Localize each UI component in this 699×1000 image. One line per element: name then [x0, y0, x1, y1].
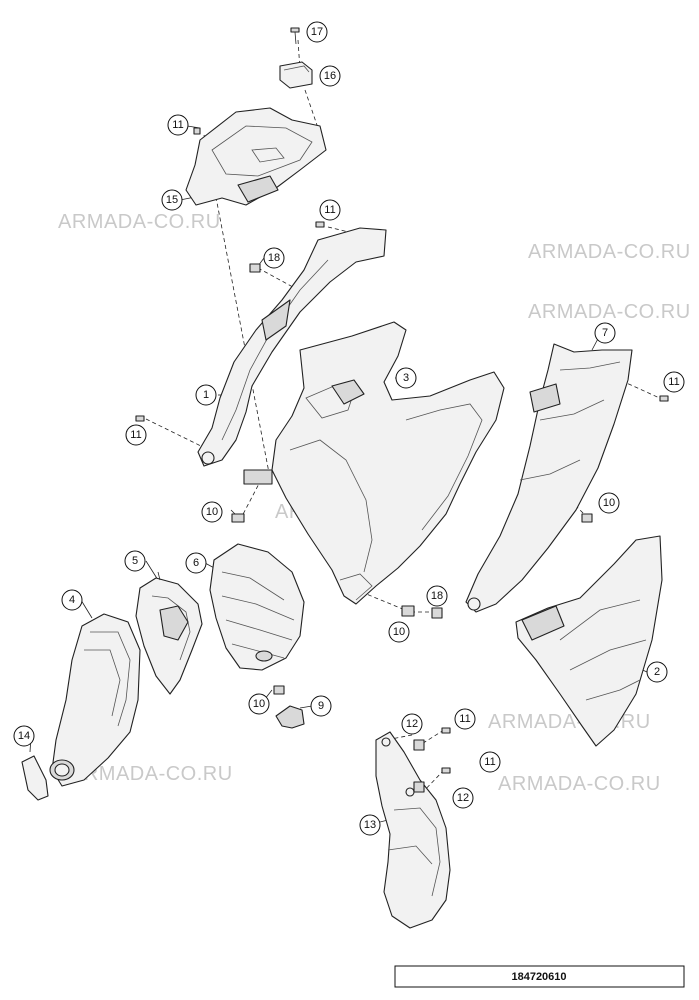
part-2-side-panel	[515, 535, 663, 747]
svg-text:15: 15	[166, 194, 178, 206]
callout-2: 2	[646, 661, 668, 683]
callout-17: 17	[306, 21, 328, 43]
callout-1: 1	[195, 384, 217, 406]
callout-11: 11	[167, 114, 189, 136]
watermark: ARMADA-CO.RU	[528, 301, 691, 323]
callout-12: 12	[452, 787, 474, 809]
callout-3: 3	[395, 367, 417, 389]
part-6-air-filter	[209, 543, 305, 671]
callout-11: 11	[319, 199, 341, 221]
callout-12: 12	[401, 713, 423, 735]
watermark: ARMADA-CO.RU	[58, 211, 221, 233]
svg-text:10: 10	[603, 497, 615, 509]
callout-11: 11	[454, 708, 476, 730]
svg-text:17: 17	[311, 26, 323, 38]
svg-text:1: 1	[203, 389, 209, 401]
svg-text:11: 11	[668, 376, 679, 388]
part-13-air-guide	[375, 731, 451, 929]
svg-text:13: 13	[364, 819, 376, 831]
callout-18: 18	[426, 585, 448, 607]
svg-text:12: 12	[406, 718, 418, 730]
svg-text:11: 11	[484, 756, 495, 768]
svg-text:12: 12	[457, 792, 469, 804]
svg-text:11: 11	[172, 119, 183, 131]
callout-13: 13	[359, 814, 381, 836]
svg-text:16: 16	[324, 70, 336, 82]
svg-text:2: 2	[654, 666, 660, 678]
drawing-id-box: 184720610	[394, 965, 685, 988]
callout-18: 18	[263, 247, 285, 269]
callout-11: 11	[479, 751, 501, 773]
part-7-right-frame	[465, 343, 633, 613]
svg-text:18: 18	[431, 590, 443, 602]
callout-16: 16	[319, 65, 341, 87]
part-1-side-bracket	[197, 227, 387, 467]
watermark: ARMADA-CO.RU	[488, 711, 651, 733]
svg-text:11: 11	[130, 429, 141, 441]
callout-10: 10	[248, 693, 270, 715]
svg-text:9: 9	[318, 700, 324, 712]
svg-text:5: 5	[132, 555, 138, 567]
part-9-small-bracket	[275, 705, 305, 729]
svg-text:14: 14	[18, 730, 30, 742]
part-3-airbox-shroud	[271, 321, 505, 605]
svg-text:18: 18	[268, 252, 280, 264]
svg-text:11: 11	[324, 204, 335, 216]
callout-6: 6	[185, 552, 207, 574]
watermark: ARMADA-CO.RU	[70, 763, 233, 785]
watermark: ARMADA-CO.RU	[498, 773, 661, 795]
part-15-airbox-tray	[185, 107, 327, 206]
callout-5: 5	[124, 550, 146, 572]
part-16-rubber-cap	[279, 61, 313, 89]
callout-11: 11	[663, 371, 685, 393]
callout-10: 10	[598, 492, 620, 514]
svg-text:10: 10	[253, 698, 265, 710]
callout-10: 10	[201, 501, 223, 523]
svg-text:6: 6	[193, 557, 199, 569]
svg-text:10: 10	[393, 626, 405, 638]
callout-10: 10	[388, 621, 410, 643]
callout-9: 9	[310, 695, 332, 717]
hardware	[135, 127, 669, 793]
part-17-screw	[290, 27, 300, 45]
callout-7: 7	[594, 322, 616, 344]
callout-11: 11	[125, 424, 147, 446]
svg-text:4: 4	[69, 594, 75, 606]
part-5-filter-cage	[135, 571, 203, 695]
drawing-id: 184720610	[511, 971, 566, 983]
svg-text:7: 7	[602, 327, 608, 339]
callout-15: 15	[161, 189, 183, 211]
callout-14: 14	[13, 725, 35, 747]
part-4-intake-boot	[49, 613, 141, 787]
svg-text:3: 3	[403, 372, 409, 384]
callout-4: 4	[61, 589, 83, 611]
watermark: ARMADA-CO.RU	[528, 241, 691, 263]
svg-text:11: 11	[459, 713, 470, 725]
part-14-clamp	[21, 755, 49, 801]
svg-text:10: 10	[206, 506, 218, 518]
